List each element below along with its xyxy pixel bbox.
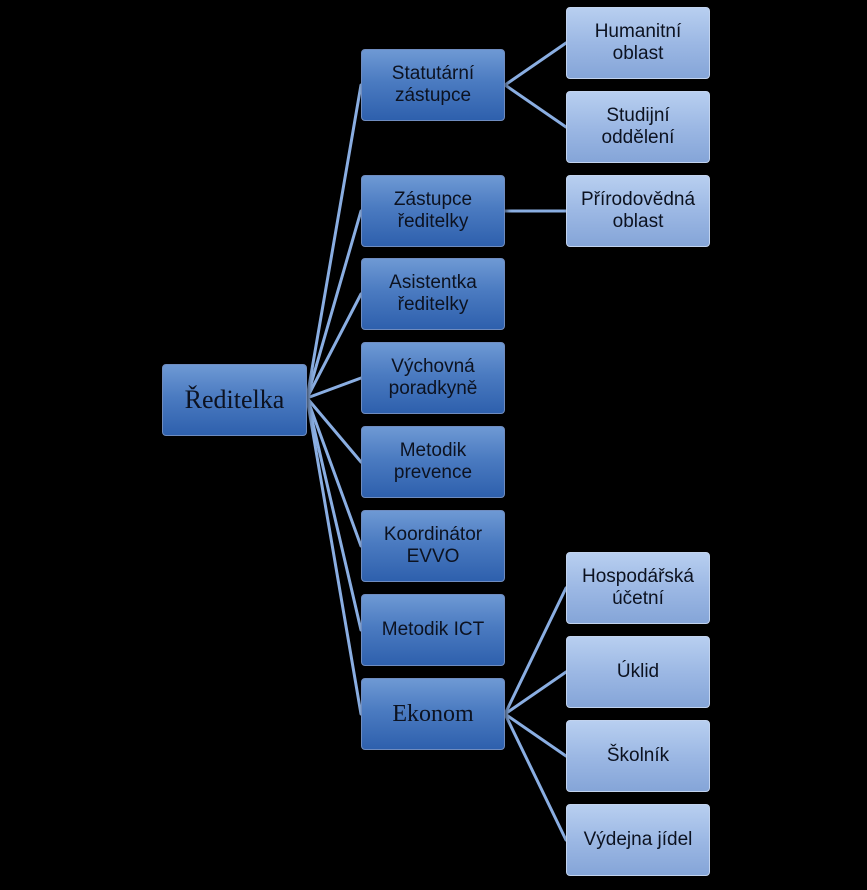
- node-studijni-oddeleni: Studijní oddělení: [566, 91, 710, 163]
- node-humanitni-oblast: Humanitní oblast: [566, 7, 710, 79]
- node-zastupce-reditelky: Zástupce ředitelky: [361, 175, 505, 247]
- connector-ekonom-vydejna: [503, 712, 568, 842]
- connector-ekonom-hospodarska: [503, 586, 568, 716]
- node-asistentka-reditelky: Asistentka ředitelky: [361, 258, 505, 330]
- connector-root-ekonom: [305, 396, 363, 716]
- connector-root-asistentka: [305, 292, 363, 400]
- connector-root-metodik-ict: [305, 396, 363, 632]
- node-statutarni-zastupce: Statutární zástupce: [361, 49, 505, 121]
- node-skolnik: Školník: [566, 720, 710, 792]
- connector-root-statutarni: [305, 83, 363, 400]
- connector-ekonom-skolnik: [503, 712, 568, 758]
- node-reditelka: Ředitelka: [162, 364, 307, 436]
- connector-root-zastupce: [305, 209, 363, 400]
- connector-root-koordinator: [305, 396, 363, 548]
- node-metodik-prevence: Metodik prevence: [361, 426, 505, 498]
- node-vychovna-poradkyne: Výchovná poradkyně: [361, 342, 505, 414]
- connector-root-metodik-prevence: [305, 396, 363, 464]
- node-prirodovedna-oblast: Přírodovědná oblast: [566, 175, 710, 247]
- node-vydejna-jidel: Výdejna jídel: [566, 804, 710, 876]
- node-ekonom: Ekonom: [361, 678, 505, 750]
- node-uklid: Úklid: [566, 636, 710, 708]
- node-koordinator-evvo: Koordinátor EVVO: [361, 510, 505, 582]
- connector-root-vychovna: [305, 376, 363, 400]
- node-metodik-ict: Metodik ICT: [361, 594, 505, 666]
- connector-statutarni-studijni: [503, 83, 568, 129]
- connector-statutarni-humanitni: [503, 41, 568, 87]
- connector-ekonom-uklid: [503, 670, 568, 716]
- node-hospodarska-ucetni: Hospodářská účetní: [566, 552, 710, 624]
